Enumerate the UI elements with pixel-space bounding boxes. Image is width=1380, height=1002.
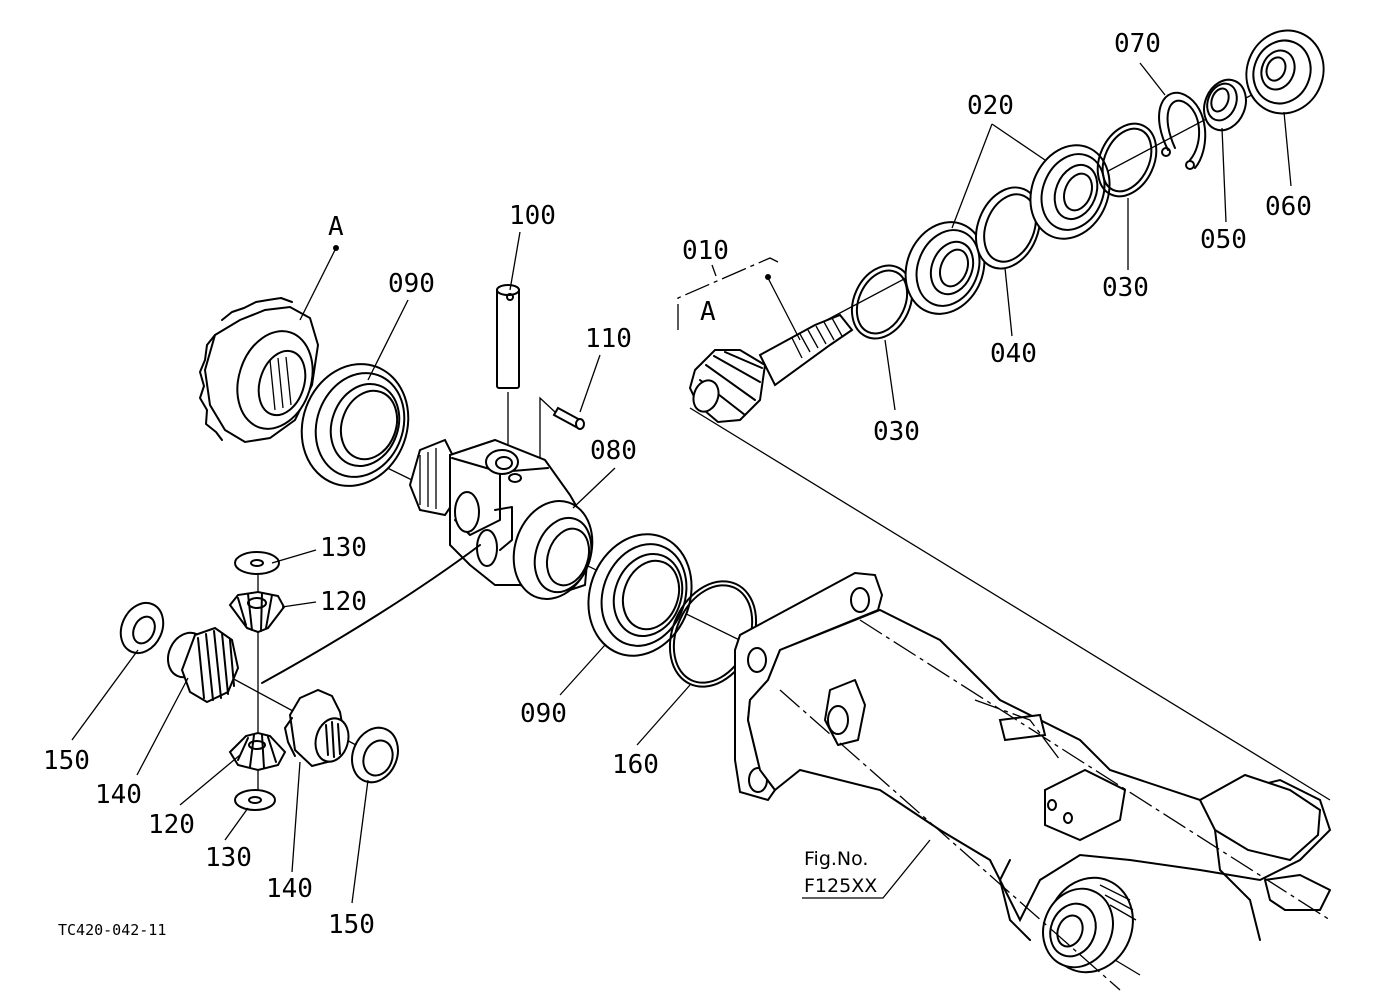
side-gear-140-left	[167, 626, 240, 704]
differential-case-080	[261, 438, 594, 684]
callout-140-left: 140	[95, 780, 142, 810]
callout-130-lower: 130	[205, 843, 252, 873]
drawing-code: TC420-042-11	[58, 921, 166, 939]
callout-140-right: 140	[266, 874, 313, 904]
callout-130-upper: 130	[320, 533, 367, 563]
pinion-gear-120-lower	[228, 731, 287, 772]
callout-010: 010	[682, 236, 729, 266]
callout-labels: 010 020 030 030 040 050 060 070 080 090 …	[43, 29, 1312, 940]
bevel-ring-gear	[199, 297, 320, 444]
callout-090-upper: 090	[388, 269, 435, 299]
spring-pin-110	[539, 396, 585, 488]
callout-100: 100	[509, 201, 556, 231]
callout-030-lower: 030	[873, 417, 920, 447]
callout-040: 040	[990, 339, 1037, 369]
callout-060: 060	[1265, 192, 1312, 222]
circlip-070	[1158, 92, 1207, 170]
ref-mark-a-pinion: A	[700, 297, 716, 327]
callout-110: 110	[585, 324, 632, 354]
pinion-gear-120-upper	[228, 590, 286, 634]
spacer-040	[975, 186, 1041, 270]
nut-050	[1203, 78, 1247, 132]
callout-020: 020	[967, 91, 1014, 121]
callout-bracket-010	[677, 257, 779, 330]
collar-030-upper	[1096, 122, 1158, 198]
callout-030-upper: 030	[1102, 273, 1149, 303]
callout-090-lower: 090	[520, 699, 567, 729]
pin-100	[496, 284, 520, 448]
callout-150-right: 150	[328, 910, 375, 940]
ref-dots	[333, 245, 771, 280]
callout-070: 070	[1114, 29, 1161, 59]
leader-lines	[71, 62, 1292, 904]
ref-mark-a-gear: A	[328, 212, 344, 242]
oil-seal-060	[1245, 29, 1325, 115]
thrust-washer-150-right	[351, 726, 399, 784]
collar-030-lower	[850, 264, 914, 340]
figure-ref-line1: Fig.No.	[804, 848, 868, 870]
bevel-pinion-shaft-010	[688, 313, 854, 424]
bearing-090-lower	[587, 533, 693, 657]
figure-ref-line2: F125XX	[804, 875, 877, 897]
callout-120-lower: 120	[148, 810, 195, 840]
bearing-090-upper	[300, 363, 410, 487]
washer-130-lower	[234, 789, 276, 811]
bearing-020-upper	[1029, 144, 1111, 240]
callout-080: 080	[590, 436, 637, 466]
thrust-washer-150-left	[119, 601, 165, 655]
callout-150-left: 150	[43, 746, 90, 776]
axle-housing	[734, 571, 1332, 991]
callout-120-upper: 120	[320, 587, 367, 617]
washer-130-upper	[234, 551, 280, 575]
callout-050: 050	[1200, 225, 1247, 255]
callout-160: 160	[612, 750, 659, 780]
bearing-020-lower	[904, 221, 986, 315]
side-gear-140-right	[284, 688, 350, 768]
